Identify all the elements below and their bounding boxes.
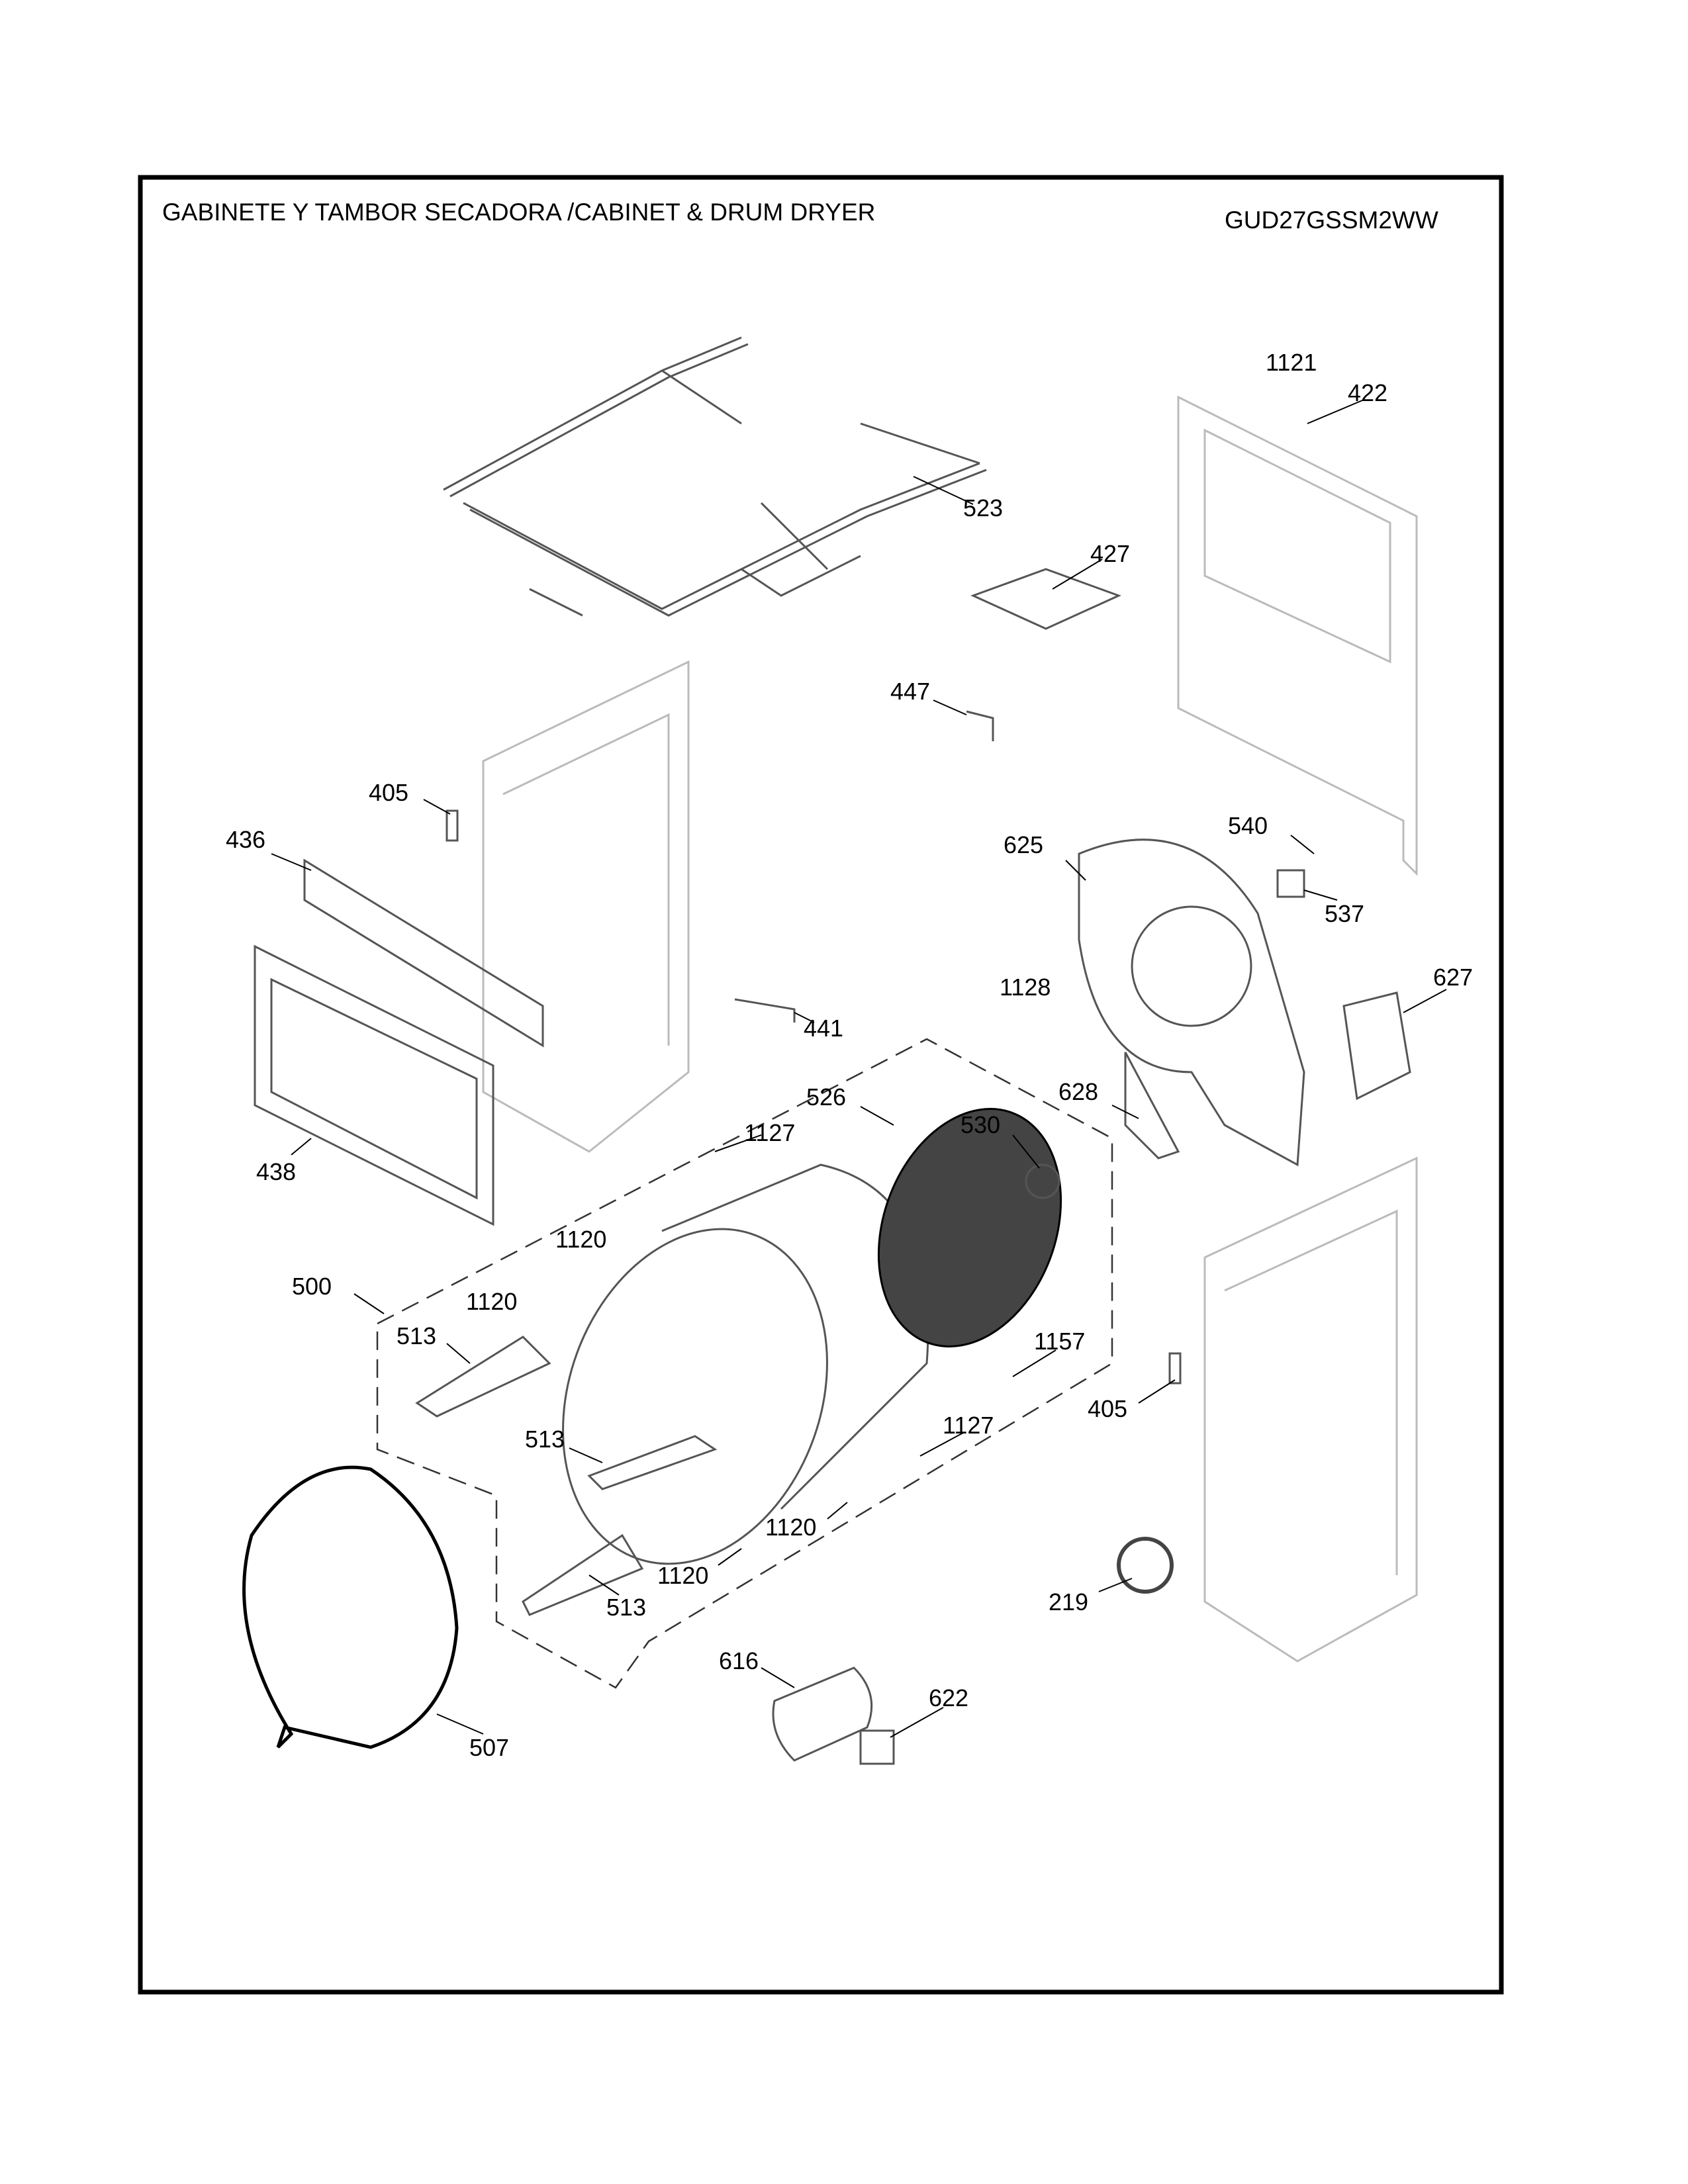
part-447: [966, 710, 994, 741]
callout-1157: 1157: [1034, 1328, 1085, 1355]
part-526: [877, 1108, 1062, 1347]
callout-436: 436: [226, 826, 265, 853]
callout-507: 507: [469, 1734, 509, 1761]
callout-441: 441: [804, 1015, 843, 1042]
side-panel-left: [482, 660, 690, 1153]
model-number: GUD27GSSM2WW: [1225, 206, 1438, 234]
diagram-title: GABINETE Y TAMBOR SECADORA /CABINET & DR…: [162, 199, 875, 226]
callout-1120: 1120: [466, 1288, 517, 1315]
callout-427: 427: [1090, 540, 1130, 567]
part-622: [859, 1729, 895, 1765]
callout-405: 405: [1088, 1395, 1127, 1422]
part-625: [1078, 839, 1305, 1167]
callout-422: 422: [1348, 379, 1387, 406]
part-627: [1342, 991, 1411, 1101]
callout-438: 438: [256, 1158, 296, 1185]
part-405-a: [445, 809, 459, 842]
leader-lines: [271, 400, 1447, 1738]
callout-1127: 1127: [943, 1412, 994, 1439]
part-628: [1124, 1052, 1180, 1160]
part-537: [1276, 869, 1305, 898]
callout-447: 447: [890, 678, 930, 705]
part-441: [734, 998, 796, 1023]
callout-540: 540: [1228, 812, 1268, 839]
part-438: [254, 944, 494, 1226]
callout-616: 616: [719, 1647, 759, 1674]
callout-219: 219: [1049, 1588, 1088, 1615]
callout-625: 625: [1004, 831, 1043, 858]
callout-1120: 1120: [555, 1226, 606, 1253]
part-513-b: [587, 1435, 718, 1490]
callout-1128: 1128: [1000, 974, 1051, 1001]
callout-500: 500: [292, 1273, 332, 1300]
part-625-hub: [1131, 905, 1252, 1027]
part-427: [970, 568, 1121, 630]
callout-526: 526: [806, 1083, 846, 1111]
callout-513: 513: [525, 1426, 565, 1453]
callout-530: 530: [961, 1111, 1000, 1138]
rear-panel: [1177, 395, 1418, 876]
callout-1127: 1127: [744, 1119, 795, 1146]
callout-622: 622: [929, 1684, 968, 1711]
part-530: [1025, 1163, 1060, 1199]
callout-523: 523: [963, 494, 1003, 522]
part-616: [772, 1666, 873, 1762]
callout-513: 513: [397, 1322, 436, 1349]
callout-537: 537: [1325, 900, 1364, 927]
part-507: [242, 1465, 459, 1749]
callout-628: 628: [1058, 1078, 1098, 1105]
callout-627: 627: [1433, 964, 1473, 991]
part-513-a: [415, 1336, 551, 1418]
diagram-frame: [138, 175, 1504, 1995]
part-219: [1117, 1537, 1174, 1594]
callout-1120: 1120: [765, 1514, 816, 1541]
callout-513: 513: [606, 1594, 646, 1621]
callout-405: 405: [369, 779, 408, 806]
wire-harness: [443, 336, 987, 617]
part-513-c: [522, 1533, 644, 1616]
assembly-500-outline: [376, 1038, 1113, 1689]
callout-1121: 1121: [1266, 349, 1317, 376]
part-405-b: [1168, 1352, 1182, 1385]
part-436: [303, 858, 544, 1048]
side-panel-right: [1203, 1156, 1418, 1662]
callout-1120: 1120: [657, 1562, 708, 1589]
